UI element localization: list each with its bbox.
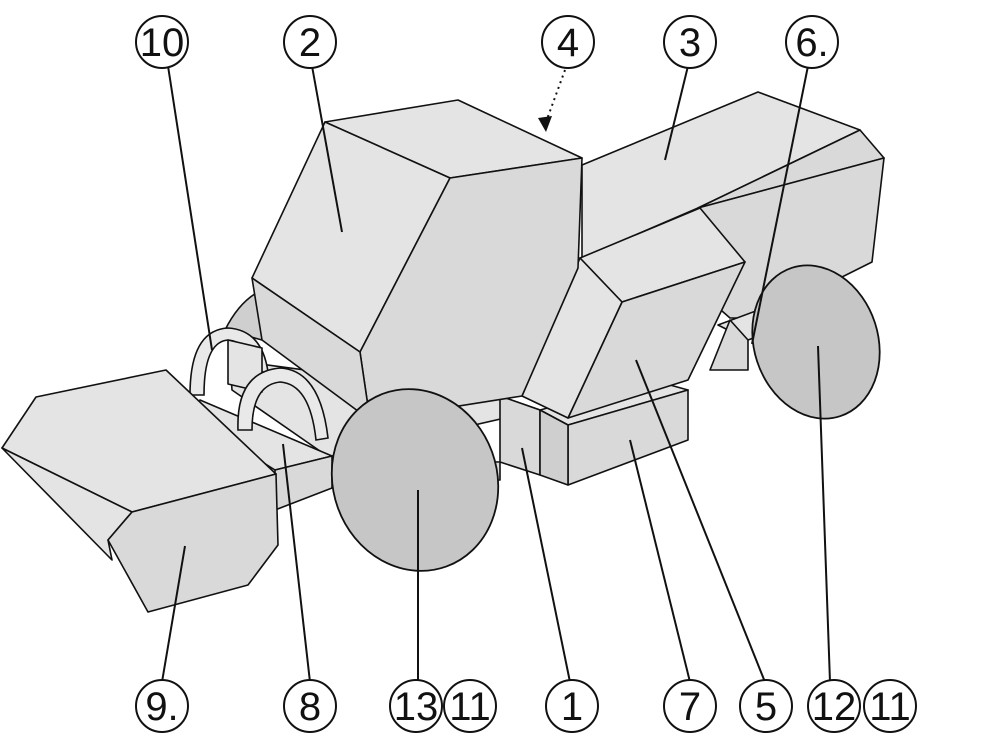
callout-5: 5 bbox=[739, 679, 793, 733]
leader-3 bbox=[664, 65, 689, 161]
callout-11-front-label: 11 bbox=[449, 685, 491, 729]
leader-2 bbox=[311, 65, 343, 233]
front-attachment-loop bbox=[237, 367, 329, 441]
rear-axle-block-front bbox=[709, 319, 749, 371]
callout-11-front: 11 bbox=[443, 679, 497, 733]
callout-13-label: 13 bbox=[394, 685, 439, 729]
callout-13: 13 bbox=[389, 679, 443, 733]
callout-1: 1 bbox=[545, 679, 599, 733]
leader-9 bbox=[161, 545, 186, 683]
lower-block-side bbox=[539, 409, 569, 486]
callout-12-label: 12 bbox=[812, 685, 857, 729]
callout-11-rear-label: 11 bbox=[869, 685, 911, 729]
rear-wheel bbox=[751, 264, 881, 420]
front-wheel bbox=[330, 388, 500, 572]
callout-8: 8 bbox=[283, 679, 337, 733]
callout-4: 4 bbox=[541, 15, 595, 69]
leader-7 bbox=[629, 439, 691, 683]
leader-10 bbox=[167, 65, 213, 351]
callout-5-label: 5 bbox=[755, 685, 777, 729]
leader-1 bbox=[521, 447, 571, 683]
callout-6: 6. bbox=[785, 15, 839, 69]
leader-5 bbox=[635, 359, 766, 683]
callout-10-label: 10 bbox=[140, 21, 185, 65]
callout-12: 12 bbox=[807, 679, 861, 733]
callout-9: 9. bbox=[135, 679, 189, 733]
callout-10: 10 bbox=[135, 15, 189, 69]
callout-8-label: 8 bbox=[299, 685, 321, 729]
leader-4-arrow bbox=[538, 116, 552, 132]
implement-front bbox=[107, 473, 279, 613]
leader-4 bbox=[545, 69, 566, 123]
leader-6 bbox=[751, 65, 809, 345]
callout-2: 2 bbox=[283, 15, 337, 69]
callout-6-label: 6. bbox=[795, 21, 828, 65]
callout-4-label: 4 bbox=[557, 21, 579, 65]
callout-1-label: 1 bbox=[561, 685, 583, 729]
callout-7-label: 7 bbox=[679, 685, 701, 729]
callout-3-label: 3 bbox=[679, 21, 701, 65]
callout-3: 3 bbox=[663, 15, 717, 69]
callout-2-label: 2 bbox=[299, 21, 321, 65]
callout-7: 7 bbox=[663, 679, 717, 733]
chassis-front bbox=[499, 395, 541, 476]
callout-11-rear: 11 bbox=[863, 679, 917, 733]
leader-12 bbox=[817, 345, 831, 683]
callout-9-label: 9. bbox=[145, 685, 178, 729]
leader-8 bbox=[282, 443, 311, 683]
